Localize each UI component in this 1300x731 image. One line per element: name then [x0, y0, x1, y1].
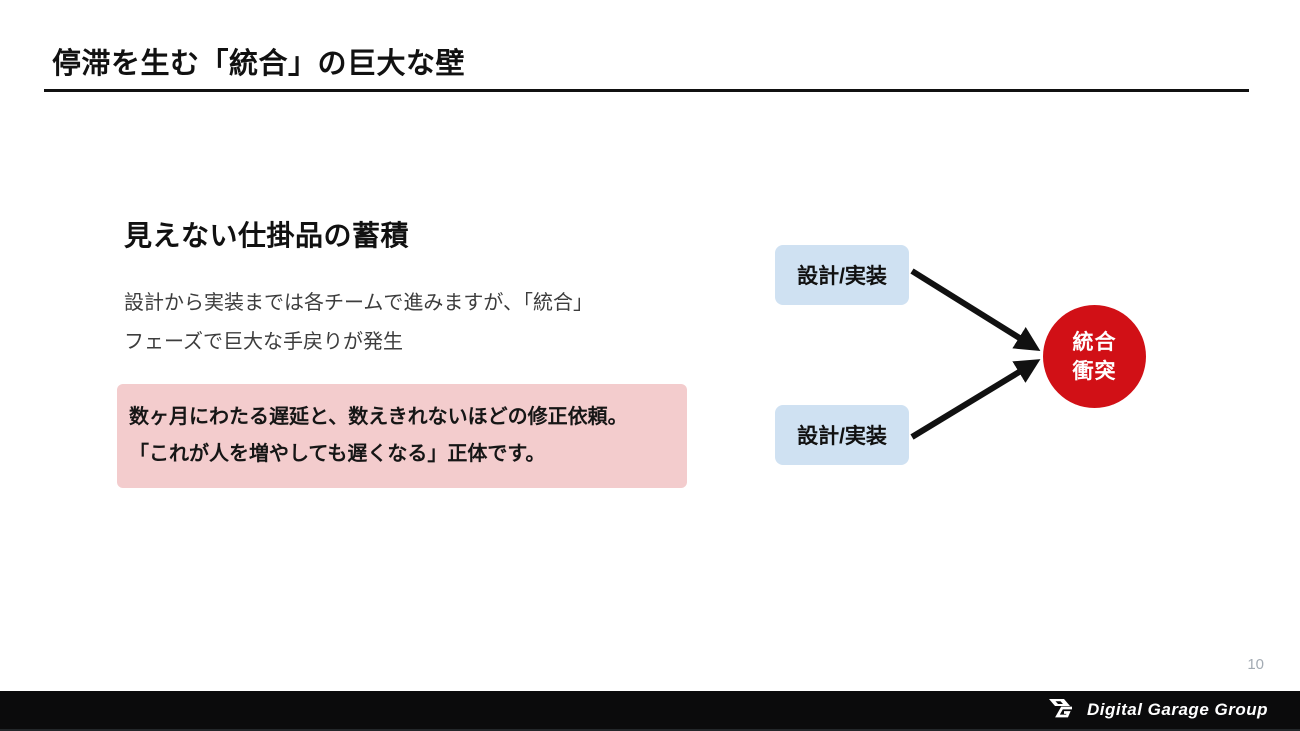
title-underline	[44, 89, 1249, 92]
integration-conflict-circle: 統合 衝突	[1043, 305, 1146, 408]
team-box-bottom: 設計/実装	[775, 405, 909, 465]
page-number: 10	[1247, 656, 1264, 673]
callout-line-2: 「これが人を増やしても遅くなる」正体です。	[129, 443, 546, 465]
body-line-1: 設計から実装までは各チームで進みますが、「統合」	[124, 292, 593, 314]
circle-line-1: 統合	[1072, 330, 1117, 354]
team-box-top: 設計/実装	[775, 245, 909, 305]
callout-box: 数ヶ月にわたる遅延と、数えきれないほどの修正依頼。 「これが人を増やしても遅くな…	[117, 384, 687, 488]
callout-line-1: 数ヶ月にわたる遅延と、数えきれないほどの修正依頼。	[129, 406, 628, 428]
arrow-top	[910, 268, 1041, 351]
arrow-bottom	[910, 359, 1041, 440]
body-text: 設計から実装までは各チームで進みますが、「統合」 フェーズで巨大な手戻りが発生	[124, 284, 593, 362]
footer-bar: Digital Garage Group	[0, 691, 1300, 731]
circle-line-2: 衝突	[1072, 359, 1117, 383]
body-line-2: フェーズで巨大な手戻りが発生	[124, 331, 403, 353]
page-title: 停滞を生む「統合」の巨大な壁	[52, 48, 466, 80]
section-heading: 見えない仕掛品の蓄積	[124, 220, 410, 251]
brand-name: Digital Garage Group	[1087, 700, 1268, 719]
dg-mark-icon	[1049, 699, 1073, 718]
